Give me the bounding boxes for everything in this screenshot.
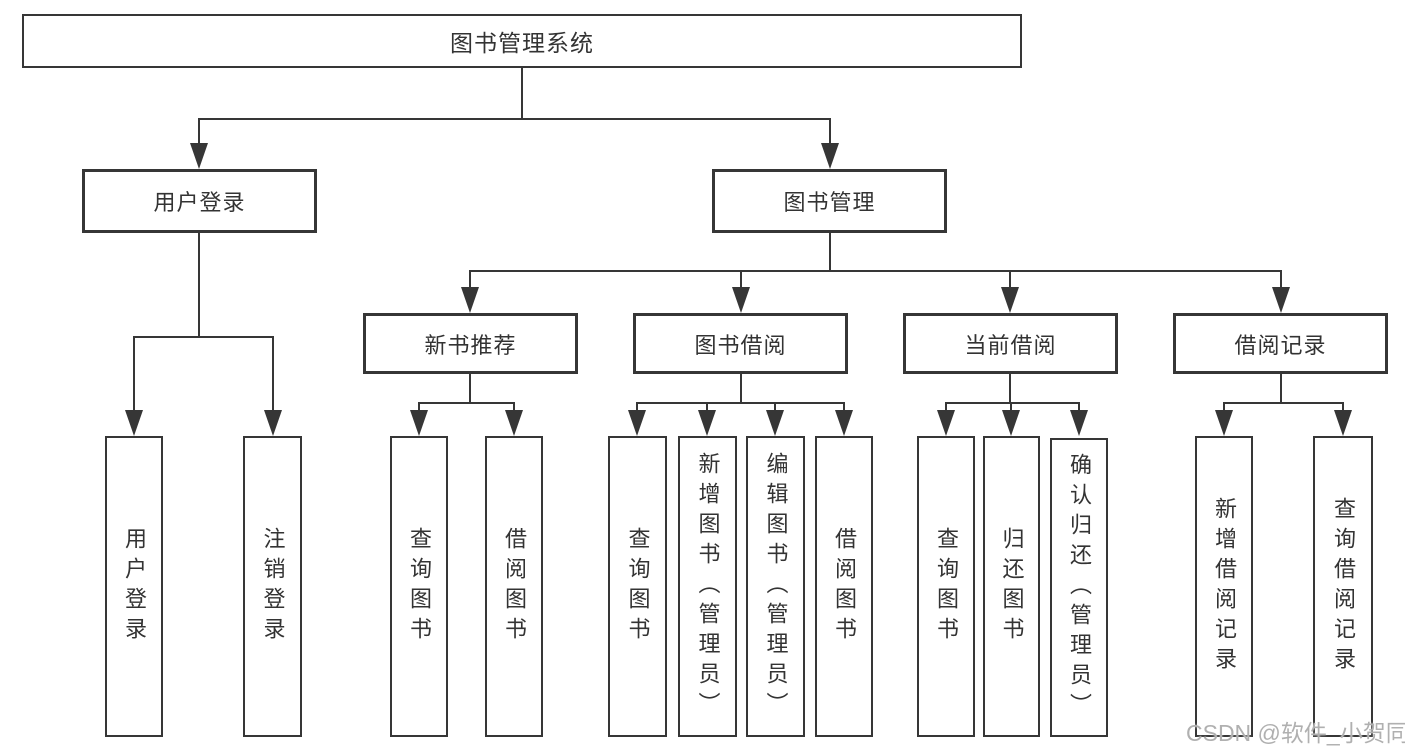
node-records-add-record: 新增借阅记录 (1195, 436, 1253, 737)
node-book-borrow: 图书借阅 (633, 313, 848, 374)
node-newrec-query-books: 查询图书 (390, 436, 448, 737)
node-records-query-record: 查询借阅记录 (1313, 436, 1373, 737)
node-borrow-add-books-admin-label: 新增图书（管理员） (695, 451, 721, 722)
node-book-borrow-label: 图书借阅 (694, 332, 787, 358)
node-user-login-label: 用户登录 (153, 190, 246, 215)
node-root-label: 图书管理系统 (450, 30, 594, 56)
node-newrec-borrow-books: 借阅图书 (485, 436, 543, 737)
node-current-borrow-label: 当前借阅 (964, 332, 1057, 358)
node-borrow-records-label: 借阅记录 (1234, 332, 1327, 358)
node-borrow-edit-books-admin: 编辑图书（管理员） (746, 436, 805, 737)
node-current-confirm-return-admin: 确认归还（管理员） (1050, 438, 1108, 737)
node-user-login: 用户登录 (82, 169, 317, 233)
node-login-label: 用户登录 (122, 526, 147, 647)
node-current-confirm-return-admin-label: 确认归还（管理员） (1067, 452, 1092, 723)
node-logout-label: 注销登录 (260, 526, 286, 647)
node-newrec-query-books-label: 查询图书 (407, 526, 432, 647)
node-borrow-records: 借阅记录 (1173, 313, 1388, 374)
node-borrow-add-books-admin: 新增图书（管理员） (678, 436, 737, 737)
node-current-return-books-label: 归还图书 (999, 526, 1025, 647)
node-current-return-books: 归还图书 (983, 436, 1040, 737)
node-records-add-record-label: 新增借阅记录 (1212, 496, 1237, 677)
node-current-query-books-label: 查询图书 (934, 526, 959, 647)
watermark: CSDN @软件_小贺同学 (1186, 720, 1405, 746)
node-borrow-query-books: 查询图书 (608, 436, 667, 737)
node-logout: 注销登录 (243, 436, 302, 737)
node-current-query-books: 查询图书 (917, 436, 975, 737)
node-root: 图书管理系统 (22, 14, 1022, 68)
node-new-book-recommend: 新书推荐 (363, 313, 578, 374)
node-borrow-borrow-books-label: 借阅图书 (832, 526, 857, 647)
node-borrow-query-books-label: 查询图书 (625, 526, 651, 647)
node-current-borrow: 当前借阅 (903, 313, 1118, 374)
node-book-management: 图书管理 (712, 169, 947, 233)
node-login: 用户登录 (105, 436, 163, 737)
node-borrow-borrow-books: 借阅图书 (815, 436, 873, 737)
node-borrow-edit-books-admin-label: 编辑图书（管理员） (763, 451, 789, 722)
node-records-query-record-label: 查询借阅记录 (1331, 496, 1356, 677)
node-book-management-label: 图书管理 (783, 190, 876, 215)
node-new-book-recommend-label: 新书推荐 (424, 332, 517, 358)
node-newrec-borrow-books-label: 借阅图书 (502, 526, 527, 647)
